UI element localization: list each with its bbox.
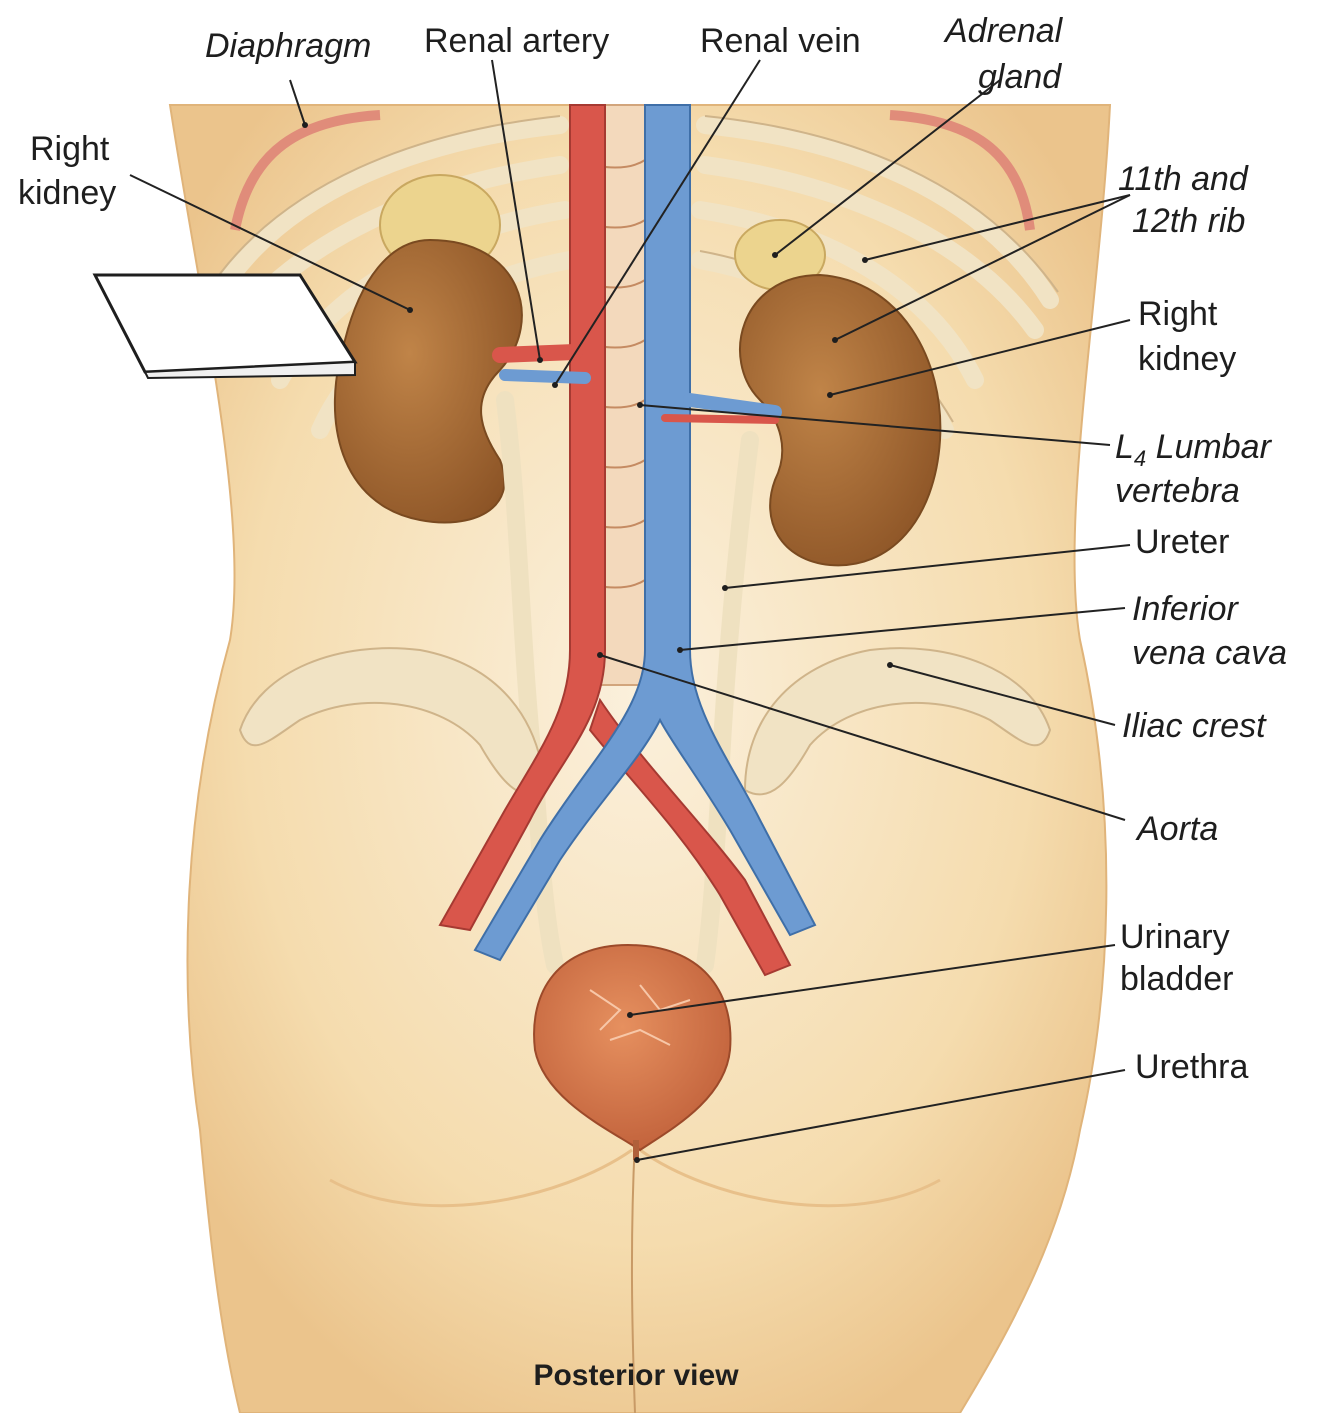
label-ribs-1: 11th and — [1118, 160, 1249, 198]
label-bladder-2: bladder — [1120, 960, 1233, 998]
label-ureter: Ureter — [1135, 523, 1229, 561]
label-ribs-2: 12th rib — [1132, 202, 1245, 240]
label-aorta: Aorta — [1135, 810, 1218, 848]
aorta — [438, 104, 606, 932]
label-right-kidney-left-2: kidney — [18, 174, 116, 212]
right-buttock-curve — [639, 1148, 941, 1208]
diaphragm-left — [230, 110, 381, 231]
section-plane-edge — [143, 360, 356, 380]
right-kidney — [739, 273, 942, 567]
label-iliac-crest: Iliac crest — [1122, 707, 1267, 745]
label-lumbar-vertebra-2: vertebra — [1115, 472, 1240, 510]
label-renal-vein: Renal vein — [700, 22, 861, 60]
label-ivc-1: Inferior — [1132, 590, 1239, 628]
label-renal-artery: Renal artery — [424, 22, 609, 60]
buttock-crease — [630, 1139, 636, 1413]
diaphragm-right — [889, 110, 1035, 231]
right-common-iliac-artery — [588, 697, 792, 977]
left-buttock-curve — [329, 1148, 633, 1208]
left-kidney — [333, 238, 523, 524]
label-right-kidney-right-2: kidney — [1138, 340, 1236, 378]
label-urethra: Urethra — [1135, 1048, 1248, 1086]
label-bladder-1: Urinary — [1120, 918, 1230, 956]
leader-dots — [302, 122, 893, 1163]
label-diaphragm: Diaphragm — [205, 27, 371, 65]
urinary-bladder — [533, 943, 732, 1152]
label-ivc-2: vena cava — [1132, 634, 1287, 672]
right-iliac-crest — [743, 647, 1052, 796]
label-adrenal-gland-2: gland — [978, 58, 1062, 96]
label-right-kidney-right-1: Right — [1138, 295, 1218, 333]
leader-lines — [129, 59, 1131, 1161]
right-renal-artery — [661, 414, 779, 424]
label-right-kidney-left-1: Right — [30, 130, 110, 168]
left-renal-vein — [499, 369, 591, 384]
left-renal-artery — [492, 344, 583, 363]
label-lumbar-vertebra-1: L4 Lumbar — [1115, 428, 1273, 471]
caption-posterior-view: Posterior view — [533, 1359, 739, 1392]
right-renal-vein — [683, 393, 782, 419]
label-adrenal-gland-1: Adrenal — [943, 12, 1064, 50]
inferior-vena-cava — [473, 104, 817, 962]
